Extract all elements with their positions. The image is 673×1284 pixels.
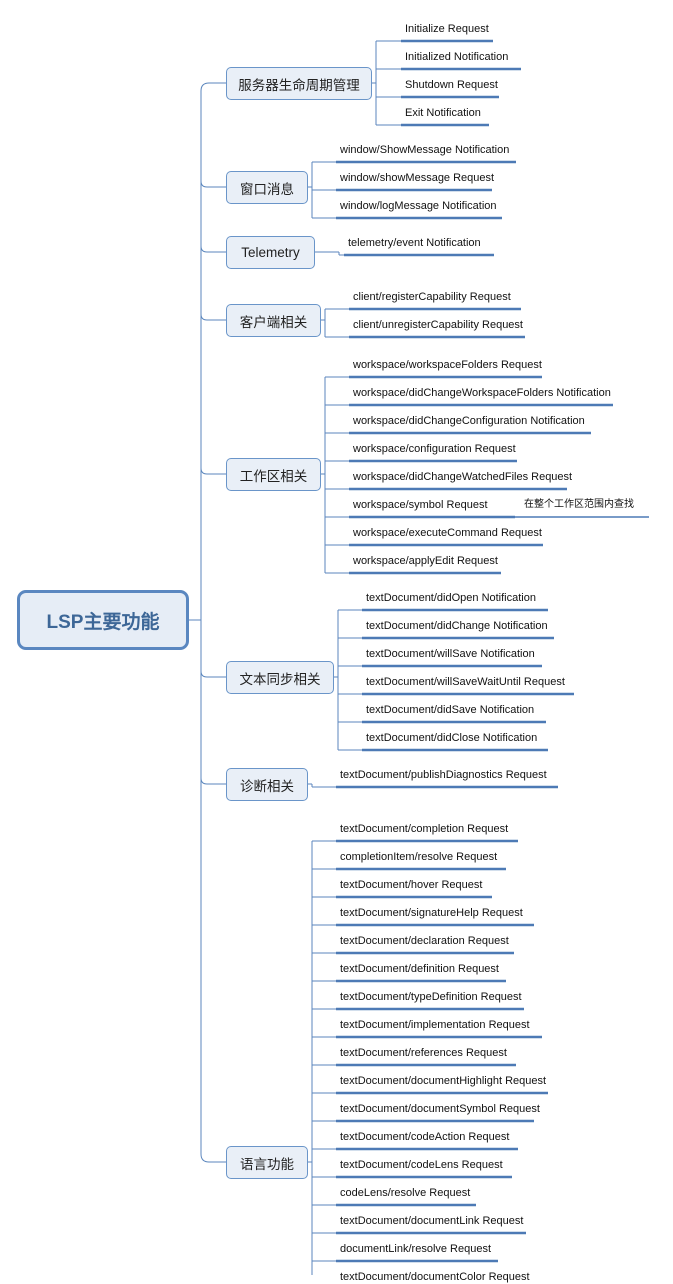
leaf-item: textDocument/didSave Notification [366,704,535,716]
category-node-3: 客户端相关 [226,304,321,337]
leaf-item: workspace/didChangeConfiguration Notific… [353,415,585,427]
trunk-line [200,82,210,1163]
leaf-item: textDocument/documentSymbol Request [340,1103,540,1115]
leaf-item: Initialized Notification [405,51,509,63]
category-connector [200,670,226,678]
leaf-item: window/ShowMessage Notification [340,144,510,156]
leaf-item: textDocument/didChange Notification [366,620,548,632]
category-connector [200,313,226,321]
category-connector [200,467,226,475]
leaf-item: textDocument/publishDiagnostics Request [340,769,547,781]
leaf-item: documentLink/resolve Request [340,1243,492,1255]
leaf-item: workspace/workspaceFolders Request [353,359,542,371]
leaf-item: telemetry/event Notification [348,237,481,249]
category-connector [200,180,226,188]
leaf-item: completionItem/resolve Request [340,851,498,863]
category-node-5: 文本同步相关 [226,661,334,694]
leaf-item: textDocument/didClose Notification [366,732,538,744]
leaf-item: textDocument/completion Request [340,823,509,835]
leaf-item: textDocument/didOpen Notification [366,592,536,604]
leaf-item: textDocument/signatureHelp Request [340,907,523,919]
leaf-item: textDocument/willSave Notification [366,648,535,660]
leaf-item: textDocument/definition Request [340,963,499,975]
leaf-item: textDocument/documentColor Request [340,1271,530,1283]
leaf-item: textDocument/codeAction Request [340,1131,510,1143]
leaf-item: client/registerCapability Request [353,291,511,303]
category-node-6: 诊断相关 [226,768,308,801]
leaf-item: textDocument/documentHighlight Request [340,1075,547,1087]
leaf-item: window/showMessage Request [340,172,495,184]
leaf-item: textDocument/hover Request [340,879,483,891]
leaf-item: textDocument/implementation Request [340,1019,530,1031]
category-connector [200,777,226,785]
leaf-item: textDocument/declaration Request [340,935,509,947]
leaf-item: workspace/didChangeWatchedFiles Request [353,471,573,483]
leaf-item: textDocument/typeDefinition Request [340,991,522,1003]
leaf-item: workspace/didChangeWorkspaceFolders Noti… [353,387,611,399]
leaf-item: textDocument/references Request [340,1047,507,1059]
leaf-item: workspace/executeCommand Request [353,527,542,539]
leaf-item: Initialize Request [405,23,489,35]
leaf-item: window/logMessage Notification [340,200,497,212]
leaf-item: codeLens/resolve Request [340,1187,471,1199]
leaf-item: client/unregisterCapability Request [353,319,523,331]
root-node: LSP主要功能 [17,590,189,650]
leaf-item: textDocument/willSaveWaitUntil Request [366,676,565,688]
leaf-item: textDocument/codeLens Request [340,1159,503,1171]
category-node-2: Telemetry [226,236,315,269]
leaf-item: Shutdown Request [405,79,498,91]
category-node-7: 语言功能 [226,1146,308,1179]
category-node-1: 窗口消息 [226,171,308,204]
category-node-0: 服务器生命周期管理 [226,67,372,100]
leaf-item: textDocument/documentLink Request [340,1215,524,1227]
category-node-4: 工作区相关 [226,458,321,491]
leaf-item: Exit Notification [405,107,481,119]
note-label: 在整个工作区范围内查找 [524,499,634,510]
leaf-item: workspace/symbol Request [353,499,488,511]
leaf-item: workspace/applyEdit Request [353,555,498,567]
leaf-item: workspace/configuration Request [353,443,516,455]
category-connector [200,245,226,253]
